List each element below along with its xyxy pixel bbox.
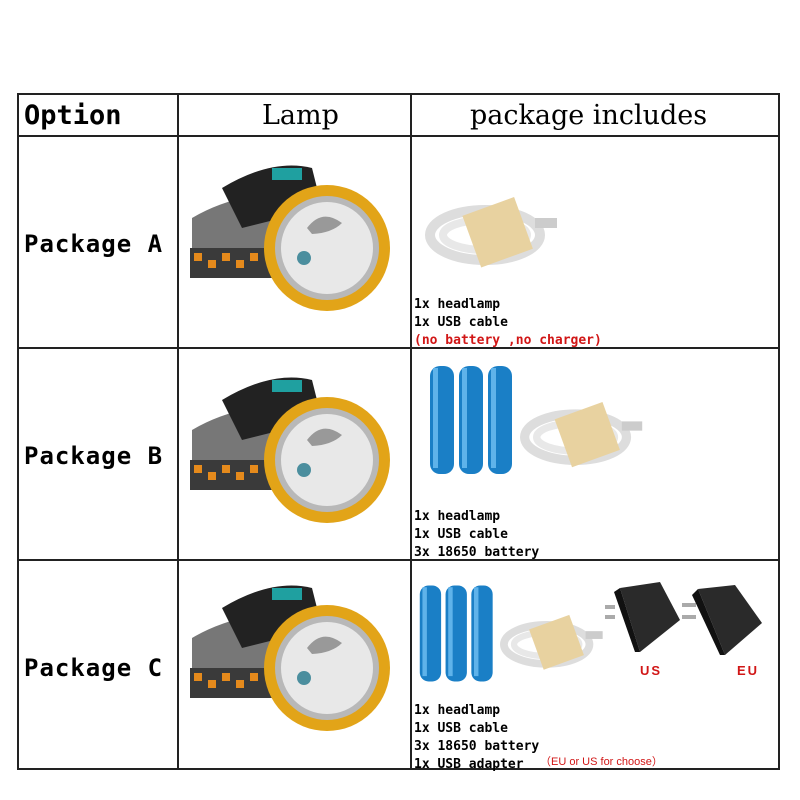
list-item: 1x headlamp <box>414 509 501 524</box>
package-a-note: (no battery ,no charger) <box>414 333 602 348</box>
list-item: 1x USB adapter <box>414 757 524 772</box>
usb-cable-image <box>520 401 643 468</box>
list-item: 3x 18650 battery <box>414 545 540 560</box>
package-c-note: （EU or US for choose） <box>540 756 663 768</box>
package-c-contents: 1x headlamp 1x USB cable 3x 18650 batter… <box>414 702 539 774</box>
us-label: US <box>640 663 663 678</box>
list-item: 1x USB cable <box>414 315 508 330</box>
list-item: 1x headlamp <box>414 297 501 312</box>
eu-adapter-image <box>682 585 762 655</box>
eu-label: EU <box>737 663 760 678</box>
row-divider-b <box>17 559 780 561</box>
row-divider-a <box>17 347 780 349</box>
col-divider-1 <box>177 93 179 770</box>
package-c-name: Package C <box>24 654 164 682</box>
battery-image <box>419 585 493 682</box>
list-item: 3x 18650 battery <box>414 739 540 754</box>
usb-cable-image <box>499 614 603 670</box>
header-package-includes: package includes <box>470 100 708 131</box>
list-item: 1x headlamp <box>414 703 501 718</box>
package-a-name: Package A <box>24 230 164 258</box>
battery-image <box>430 366 512 474</box>
header-option: Option <box>24 100 122 131</box>
header-lamp: Lamp <box>262 100 339 131</box>
usb-cable-image <box>425 197 557 268</box>
col-divider-2 <box>410 93 412 770</box>
list-item: 1x USB cable <box>414 527 508 542</box>
list-item: 1x USB cable <box>414 721 508 736</box>
package-a-contents: 1x headlamp 1x USB cable (no battery ,no… <box>414 296 602 350</box>
headlamp-image <box>190 165 390 311</box>
us-adapter-image <box>605 582 680 652</box>
row-divider-header <box>17 135 780 137</box>
package-b-name: Package B <box>24 442 164 470</box>
package-b-contents: 1x headlamp 1x USB cable 3x 18650 batter… <box>414 508 539 562</box>
headlamp-image <box>190 377 390 523</box>
package-table <box>17 93 780 770</box>
headlamp-image <box>190 585 390 731</box>
